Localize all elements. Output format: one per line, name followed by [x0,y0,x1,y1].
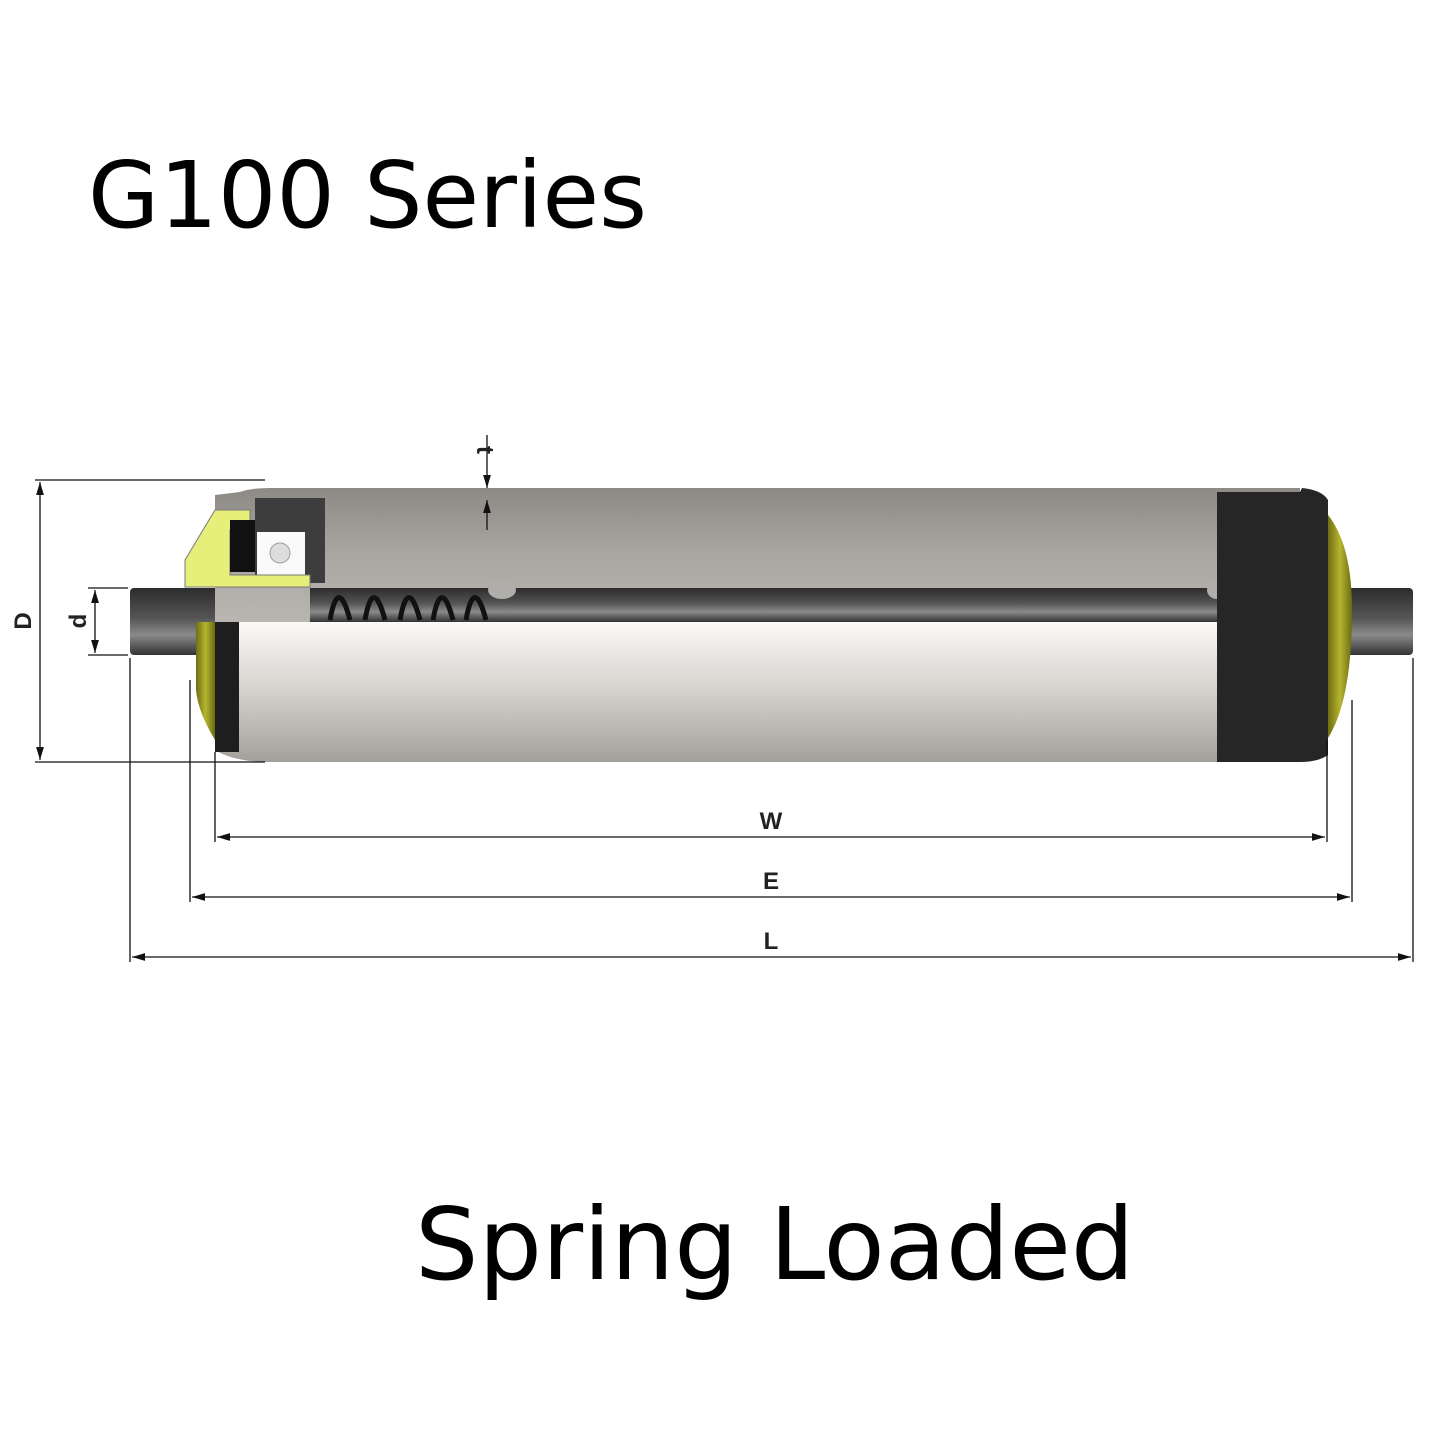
dim-label-D: D [10,612,37,629]
dim-label-d: d [65,614,92,629]
tube-body [215,622,1300,762]
shaft-right [1345,588,1413,655]
roller-type-label: Spring Loaded [415,1186,1135,1303]
spring [327,595,489,621]
dimension-lines [35,435,1414,962]
dim-label-t: t [471,446,498,454]
left-end-cap-bottom [196,622,215,740]
right-end-cap [1328,515,1352,738]
dim-label-E: E [763,868,779,895]
right-bearing-housing [1217,488,1328,762]
dim-label-L: L [764,928,779,955]
inner-shaft [310,588,1230,622]
dim-label-W: W [760,808,783,835]
left-seal [215,622,239,752]
series-title: G100 Series [88,142,648,249]
shaft-hole [488,581,516,599]
